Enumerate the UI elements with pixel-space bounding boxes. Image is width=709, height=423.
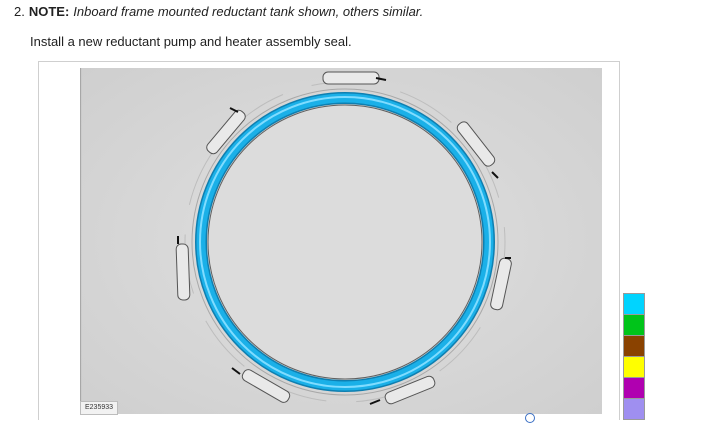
color-swatch[interactable] — [623, 293, 645, 315]
color-swatch[interactable] — [623, 336, 645, 357]
step-heading: 2.NOTE:Inboard frame mounted reductant t… — [14, 4, 423, 20]
color-swatch-palette — [623, 293, 645, 420]
seal-drawing — [80, 68, 602, 414]
color-swatch[interactable] — [623, 357, 645, 378]
color-swatch[interactable] — [623, 378, 645, 399]
zoom-icon[interactable] — [525, 413, 535, 423]
color-swatch[interactable] — [623, 399, 645, 420]
note-text: Inboard frame mounted reductant tank sho… — [73, 4, 424, 19]
color-swatch[interactable] — [623, 315, 645, 336]
seal-illustration[interactable] — [80, 68, 602, 414]
note-label: NOTE: — [28, 4, 70, 19]
step-number: 2. — [14, 4, 25, 19]
figure-id-label: E235933 — [80, 401, 119, 415]
instruction-text: Install a new reductant pump and heater … — [30, 34, 352, 49]
